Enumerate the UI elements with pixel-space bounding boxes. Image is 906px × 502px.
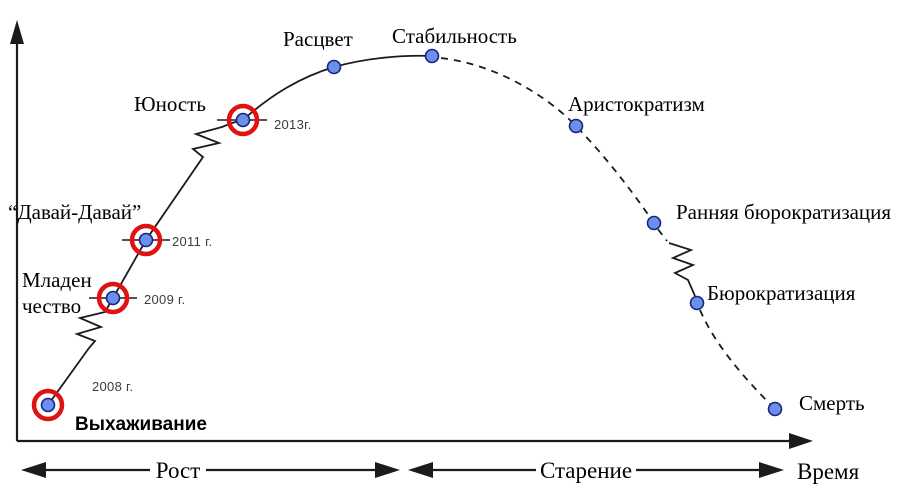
highlight-ring-courtship [31, 388, 65, 422]
aging-curve-break [668, 242, 696, 297]
point-go-go [138, 232, 154, 248]
point-courtship [40, 397, 56, 413]
growth-label: Рост [156, 458, 201, 483]
aging-curve-upper [440, 57, 668, 242]
time-axis-label: Время [797, 459, 860, 484]
year-label-2008: 2008 г. [92, 379, 133, 394]
point-aristocracy [568, 118, 584, 134]
stage-label-courtship: Выхаживание [75, 414, 207, 435]
highlight-ring-go-go [129, 223, 163, 257]
aging-arrow-right-icon [759, 462, 784, 478]
year-label-2009: 2009 г. [144, 292, 185, 307]
point-infancy [105, 290, 121, 306]
year-label-2011: 2011 г. [172, 234, 212, 249]
stage-label-infancy-line1: Младен [22, 268, 92, 292]
point-early-bureaucracy [646, 215, 662, 231]
point-prime [326, 59, 342, 75]
highlight-ring-adolescence [226, 103, 260, 137]
aging-curve-lower [699, 309, 776, 410]
aging-arrow-left-icon [408, 462, 433, 478]
stage-label-adolescence: Юность [134, 92, 206, 116]
x-axis-arrow-icon [789, 433, 813, 449]
stage-label-aristocracy: Аристократизм [568, 92, 705, 116]
point-bureaucracy [689, 295, 705, 311]
stage-label-bureaucracy: Бюрократизация [707, 281, 856, 305]
stage-label-death: Смерть [799, 391, 865, 415]
highlight-ring-infancy [96, 281, 130, 315]
aging-label: Старение [540, 458, 632, 483]
stage-label-infancy-line2: чество [22, 294, 81, 318]
year-label-2013: 2013г. [274, 117, 312, 132]
point-death [767, 401, 783, 417]
point-stability [424, 48, 440, 64]
growth-arrow-right-icon [375, 462, 400, 478]
growth-arrow-left-icon [21, 462, 46, 478]
stage-label-stability: Стабильность [392, 24, 517, 48]
point-adolescence [235, 112, 251, 128]
stage-label-early-bureaucracy: Ранняя бюрократизация [676, 200, 891, 224]
stage-label-prime: Расцвет [283, 27, 353, 51]
y-axis-arrow-icon [10, 20, 24, 44]
stage-label-go-go: “Давай-Давай” [8, 200, 141, 224]
